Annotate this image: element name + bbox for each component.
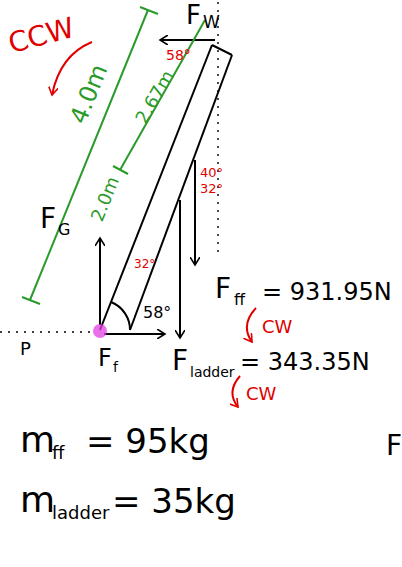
reference-lines [0,2,218,332]
handwritten-label: W [203,14,220,31]
handwritten-label: ladder [190,365,235,379]
handwritten-label: ladder [52,504,109,522]
handwritten-label: G [58,222,70,238]
handwritten-label: F [40,205,56,233]
handwritten-label: F [172,347,188,375]
handwritten-label: CCW [6,14,78,58]
handwritten-label: F [186,2,201,28]
handwritten-label: ff [234,292,245,308]
dimension-brackets [22,7,205,304]
handwritten-label: ff [52,444,64,462]
ladder [100,45,232,330]
handwritten-label: F [215,275,231,303]
handwritten-label: 32° [200,182,223,195]
handwritten-label: 2.67m [133,68,177,127]
handwritten-label: F [386,432,402,460]
handwritten-label: = 343.35N [240,350,370,374]
handwritten-label: F [98,346,112,370]
rotation-arrows [52,42,256,407]
handwritten-label: 32° [134,258,155,270]
handwritten-label: m [20,482,55,518]
handwritten-label: = 35kg [112,484,236,518]
handwritten-label: 58° [143,305,171,321]
handwritten-label: m [20,422,55,458]
handwritten-label: = 931.95N [262,280,392,304]
handwritten-label: P [20,340,31,358]
handwritten-label: 58° [166,48,191,62]
handwritten-label: 40° [200,166,223,179]
handwritten-label: f [113,360,118,374]
handwritten-label: CW [262,318,292,336]
handwritten-label: = 95kg [86,424,210,458]
pivot-dot [93,324,107,338]
handwritten-label: 2.0m [88,174,122,224]
handwritten-label: CW [246,385,276,403]
